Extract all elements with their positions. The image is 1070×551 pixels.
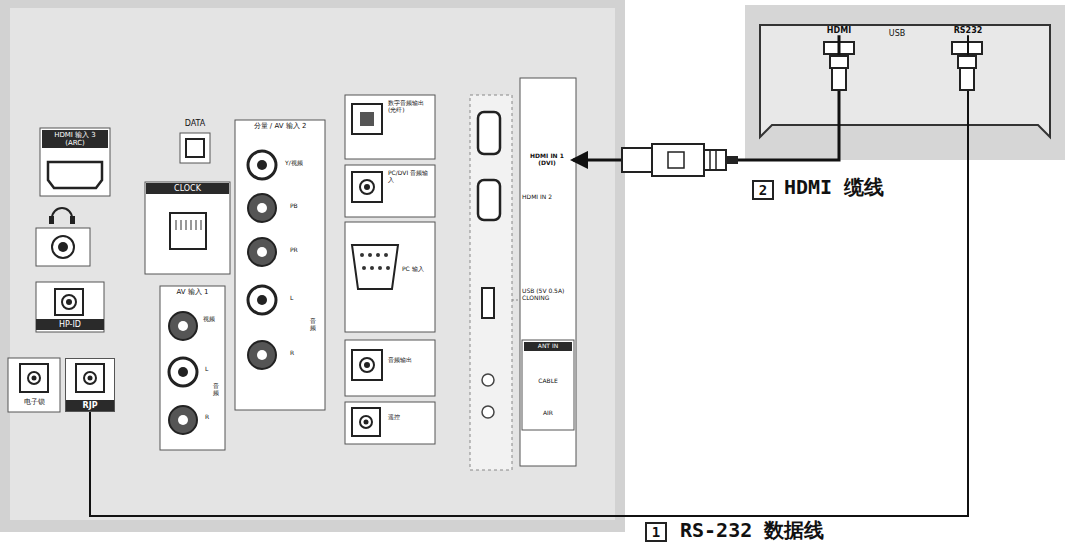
- rca-jacks: [169, 312, 197, 434]
- port-label: PR: [290, 247, 310, 254]
- port-label: HDMI IN 1 (DVI): [522, 153, 572, 167]
- vga-port: [352, 245, 398, 289]
- hdmi-port: [478, 112, 500, 154]
- port-label: 分量 / AV 输入 2: [236, 122, 324, 130]
- rs232-cable: [90, 35, 968, 516]
- hdmi-cable: [573, 35, 839, 160]
- hdmi-port: [48, 162, 102, 188]
- port-label-box: RJP: [65, 358, 115, 412]
- port-label: HDMI IN 2: [522, 194, 572, 201]
- callout-number: 2: [752, 180, 774, 200]
- hdmi-plug: [622, 144, 738, 176]
- port-label: CABLE: [524, 378, 572, 385]
- port-label: L: [205, 366, 217, 373]
- jack-frame: [36, 228, 90, 266]
- port-label: 电子锁: [8, 398, 60, 406]
- port-label-box: HDMI: [818, 26, 860, 35]
- callout-text: RS-232 数据线: [680, 519, 824, 542]
- hdmi-port: [478, 180, 500, 220]
- port-label: PB: [290, 203, 310, 210]
- port-label: HDMI 输入 3 (ARC): [42, 130, 108, 148]
- port-label: ANT IN: [524, 342, 572, 351]
- port-label: RS232: [946, 26, 990, 35]
- port-label: 音频: [310, 318, 316, 331]
- port-frame: [160, 286, 225, 450]
- port-label-box: RS232: [946, 26, 990, 35]
- tv-panel: [0, 0, 625, 532]
- port-label: Y/视频: [285, 160, 323, 167]
- port-frame: [36, 282, 104, 332]
- tv-panel-inner: [10, 8, 615, 520]
- usb-port: [482, 288, 494, 318]
- port-label: AIR: [524, 410, 572, 417]
- port-label: L: [290, 295, 302, 302]
- port-label: 音频输出: [388, 357, 434, 364]
- port-frame: [40, 128, 110, 196]
- port-frame: [8, 358, 60, 412]
- port-frame: [145, 182, 230, 274]
- port-label: DATA: [172, 119, 218, 128]
- port-label: HP-ID: [36, 319, 104, 330]
- device-recess: [760, 25, 1050, 137]
- port-label: R: [205, 414, 217, 421]
- port-label: 视频: [203, 316, 223, 323]
- callout-number: 1: [645, 522, 667, 542]
- port-label: RJP: [66, 400, 114, 411]
- callout-text: HDMI 缆线: [784, 176, 884, 199]
- port-label: PC/DVI 音频输入: [388, 170, 434, 184]
- port-frame: [235, 120, 325, 410]
- port-label: 音频: [213, 383, 219, 396]
- port-label: R: [290, 350, 302, 357]
- jack: [52, 236, 74, 258]
- rj45-port: [170, 213, 206, 249]
- port-label-box: HDMI IN 1 (DVI): [522, 153, 572, 167]
- port-label: 数字音频输出 (光纤): [388, 100, 434, 114]
- port-label: USB: [880, 29, 914, 38]
- port-label: USB (5V 0.5A) CLONING: [522, 288, 572, 302]
- port-label: CLOCK: [146, 183, 229, 194]
- port-label: HDMI: [818, 26, 860, 35]
- port-label: AV 输入 1: [161, 288, 224, 296]
- rca-jacks: [248, 151, 276, 369]
- device-panel: [745, 5, 1065, 160]
- port-label: PC 输入: [402, 266, 434, 273]
- port-label: 遥控: [388, 414, 434, 421]
- headphone-icon: [52, 208, 72, 218]
- device-plugs: [830, 56, 976, 90]
